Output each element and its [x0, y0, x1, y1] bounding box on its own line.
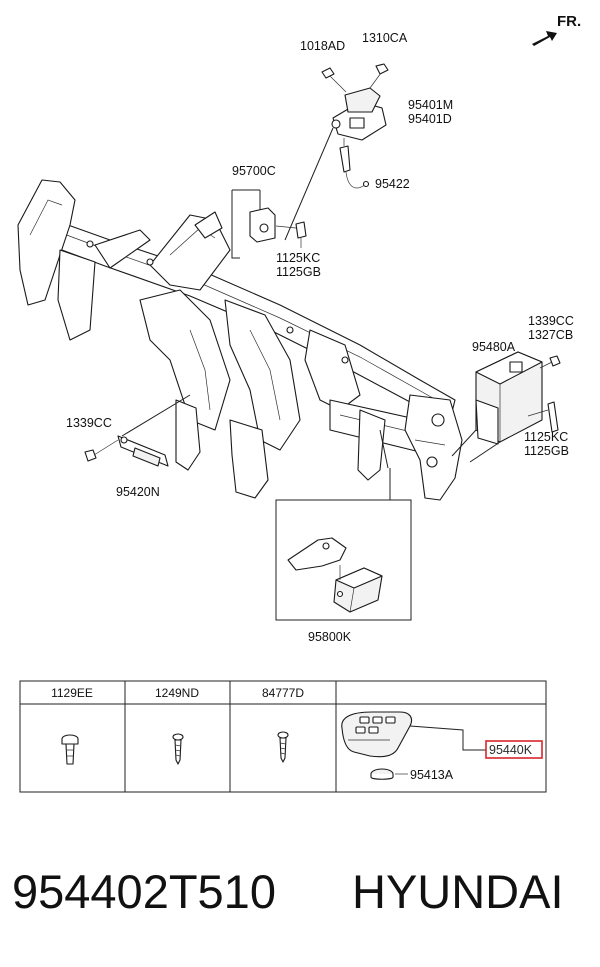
screw-84777d-icon — [277, 731, 289, 763]
nut-1339cc-a-icon — [549, 355, 561, 367]
front-label: FR. — [557, 13, 581, 30]
highlight-box-95440k — [485, 740, 543, 759]
label-1339cc-a: 1339CC — [528, 314, 574, 328]
unit-95800k-detail — [275, 429, 412, 621]
label-95480a: 95480A — [472, 340, 516, 354]
fastener-table: 1129EE 1249ND 84777D — [19, 680, 547, 793]
label-1310ca: 1310CA — [362, 31, 408, 45]
module-95480a — [451, 351, 561, 463]
footer: 954402T510 HYUNDAI — [12, 865, 564, 918]
smart-key-95440k-icon — [341, 711, 413, 758]
antenna-95420n — [84, 394, 191, 467]
table-header-1129ee: 1129EE — [51, 686, 93, 700]
part-number: 954402T510 — [12, 865, 276, 918]
clip-1129ee-icon — [61, 734, 79, 765]
front-direction-indicator: FR. — [532, 13, 581, 46]
label-1327cb: 1327CB — [528, 328, 573, 342]
label-1018ad: 1018AD — [300, 39, 345, 53]
bolt-1125kc-b-icon — [547, 401, 559, 433]
table-header-84777d: 84777D — [262, 686, 304, 700]
screw-1249nd-icon — [172, 733, 184, 765]
label-1125kc-a: 1125KC — [276, 251, 320, 265]
brand-name: HYUNDAI — [352, 865, 564, 918]
label-95700c: 95700C — [232, 164, 276, 178]
coin-battery-95413a-icon — [370, 768, 394, 780]
label-1125kc-b: 1125KC — [524, 430, 568, 444]
dashboard-crossmember-frame — [17, 179, 463, 501]
label-1339cc-b: 1339CC — [66, 416, 112, 430]
bracket-95401-assembly — [284, 63, 389, 241]
nut-1310ca-icon — [375, 63, 389, 75]
label-95800k: 95800K — [308, 630, 352, 644]
label-95422: 95422 — [375, 177, 410, 191]
detail-frame — [275, 499, 412, 621]
label-95420n: 95420N — [116, 485, 160, 499]
nut-1339cc-b-icon — [84, 449, 97, 462]
bolt-1125kc-a-icon — [295, 221, 307, 239]
label-95401d: 95401D — [408, 112, 452, 126]
table-border — [19, 680, 547, 793]
label-1125gb-b: 1125GB — [524, 444, 569, 458]
label-95413a: 95413A — [410, 768, 454, 782]
label-1125gb-a: 1125GB — [276, 265, 321, 279]
label-95401m: 95401M — [408, 98, 453, 112]
sensor-95422-icon — [339, 145, 351, 173]
table-header-1249nd: 1249ND — [155, 686, 199, 700]
front-arrow-icon — [532, 31, 557, 46]
module-95700c — [231, 189, 307, 259]
bolt-1018ad-icon — [321, 67, 335, 79]
callout-labels: 1018AD 1310CA 95401M 95401D 95422 95700C… — [66, 31, 574, 782]
label-95440k: 95440K — [489, 743, 533, 757]
